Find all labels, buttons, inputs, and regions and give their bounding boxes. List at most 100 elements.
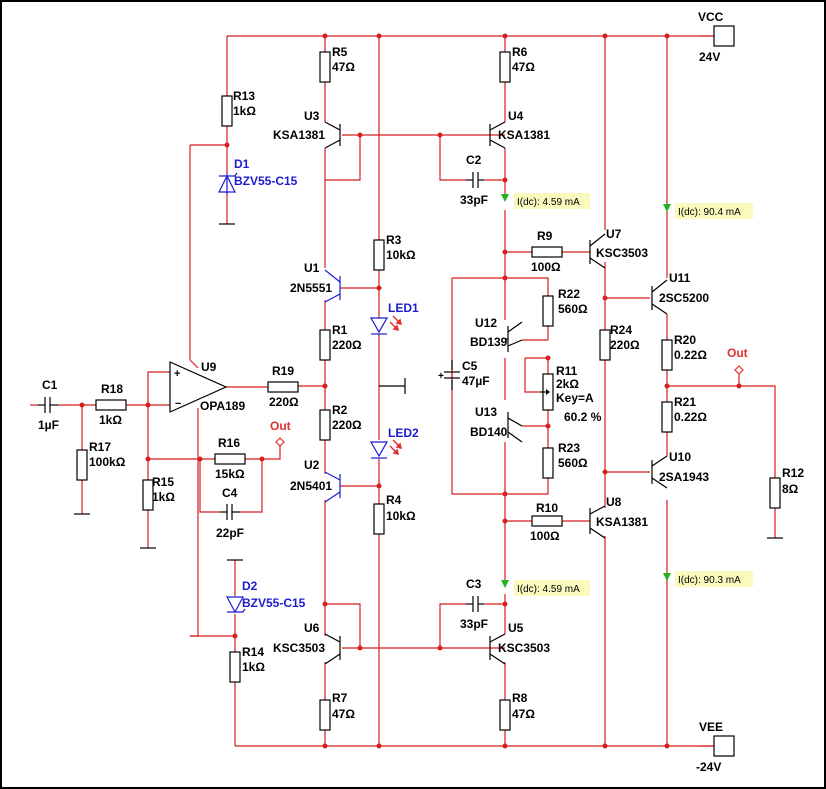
R24-id: R24 [610,323,632,337]
led-symbols [369,315,403,459]
svg-text:+: + [438,371,444,382]
ports [275,25,744,757]
U8-id: U8 [606,495,622,509]
R20-id: R20 [674,333,696,347]
R11-setting: 60.2 % [564,410,602,424]
resistor-R15 [142,479,154,511]
R22-val: 560Ω [558,302,588,316]
C4-id: C4 [222,486,238,500]
wires [30,35,776,747]
resistor-R19 [267,381,299,393]
LED2-label: LED2 [388,426,419,440]
R9-id: R9 [537,229,553,243]
D2-part: BZV55-C15 [242,596,306,610]
vcc-value: 24V [699,50,720,64]
probes [501,193,753,596]
R11-val: 2kΩ [556,377,579,391]
R4-id: R4 [386,493,402,507]
C5-id: C5 [462,359,478,373]
resistor-R22 [542,295,554,327]
D1-part: BZV55-C15 [234,174,298,188]
resistor-R10 [531,515,563,527]
C3-id: C3 [466,577,482,591]
out-marker-2 [275,437,285,447]
vee-name: VEE [699,720,723,734]
R12-id: R12 [782,466,804,480]
resistor-R7 [319,699,331,731]
probe-2-text: I(dc): 90.4 mA [678,207,741,218]
ground-symbols [74,223,783,561]
R5-id: R5 [332,45,348,59]
C3-val: 33pF [460,617,488,631]
transistor-symbols [324,121,668,665]
U9-part: OPA189 [200,399,245,413]
R11-key: Key=A [556,391,594,405]
resistor-R4 [373,503,385,535]
R18-val: 1kΩ [99,413,122,427]
U10-id: U10 [669,450,691,464]
R8-val: 47Ω [512,707,535,721]
U12-id: U12 [475,316,497,330]
svg-text:−: − [175,398,181,410]
resistor-R2 [319,409,331,441]
U11-part: 2SC5200 [659,291,709,305]
resistor-R14 [229,651,241,683]
R7-id: R7 [332,691,348,705]
resistor-symbols [76,51,781,731]
R1-val: 220Ω [332,338,362,352]
D1-id: D1 [234,157,250,171]
resistor-R23 [542,447,554,479]
resistor-R5 [319,51,331,83]
R22-id: R22 [558,287,580,301]
vee-value: -24V [696,760,721,774]
C2-id: C2 [466,153,482,167]
R19-val: 220Ω [269,395,299,409]
resistor-R1 [319,329,331,361]
R2-id: R2 [332,403,348,417]
junctions [79,33,742,749]
R20-val: 0.22Ω [674,348,707,362]
R7-val: 47Ω [332,707,355,721]
D2-id: D2 [242,579,258,593]
R8-id: R8 [512,691,528,705]
U4-id: U4 [508,109,524,123]
U6-id: U6 [304,621,320,635]
R3-id: R3 [386,233,402,247]
resistor-R18 [95,399,127,411]
labels: VCC 24V VEE -24V R5 47Ω R6 47Ω R13 1kΩ R… [38,10,804,774]
U10-part: 2SA1943 [659,470,709,484]
R11-id: R11 [556,364,578,378]
C4-val: 22pF [216,526,244,540]
probe-1-text: I(dc): 4.59 mA [517,197,580,208]
R10-val: 100Ω [530,529,560,543]
U7-id: U7 [606,227,622,241]
vcc-name: VCC [698,10,724,24]
resistor-R17 [76,449,88,481]
C5-val: 47µF [462,374,490,388]
R21-val: 0.22Ω [674,410,707,424]
U13-part: BD140 [470,425,508,439]
R18-id: R18 [101,382,123,396]
resistor-R13 [221,95,233,127]
out-marker-1 [734,365,744,375]
R3-val: 10kΩ [386,248,416,262]
R14-val: 1kΩ [242,660,265,674]
U3-id: U3 [304,109,320,123]
R21-id: R21 [674,395,696,409]
R17-val: 100kΩ [89,455,126,469]
R15-val: 1kΩ [152,490,175,504]
R23-id: R23 [558,441,580,455]
resistor-R3 [373,239,385,271]
U12-part: BD139 [470,335,508,349]
R2-val: 220Ω [332,418,362,432]
out-label-2: Out [270,419,291,433]
R23-val: 560Ω [558,456,588,470]
out-label-1: Out [727,346,748,360]
resistor-R21 [661,401,673,433]
R16-id: R16 [218,436,240,450]
R6-val: 47Ω [512,60,535,74]
svg-text:+: + [174,368,180,380]
